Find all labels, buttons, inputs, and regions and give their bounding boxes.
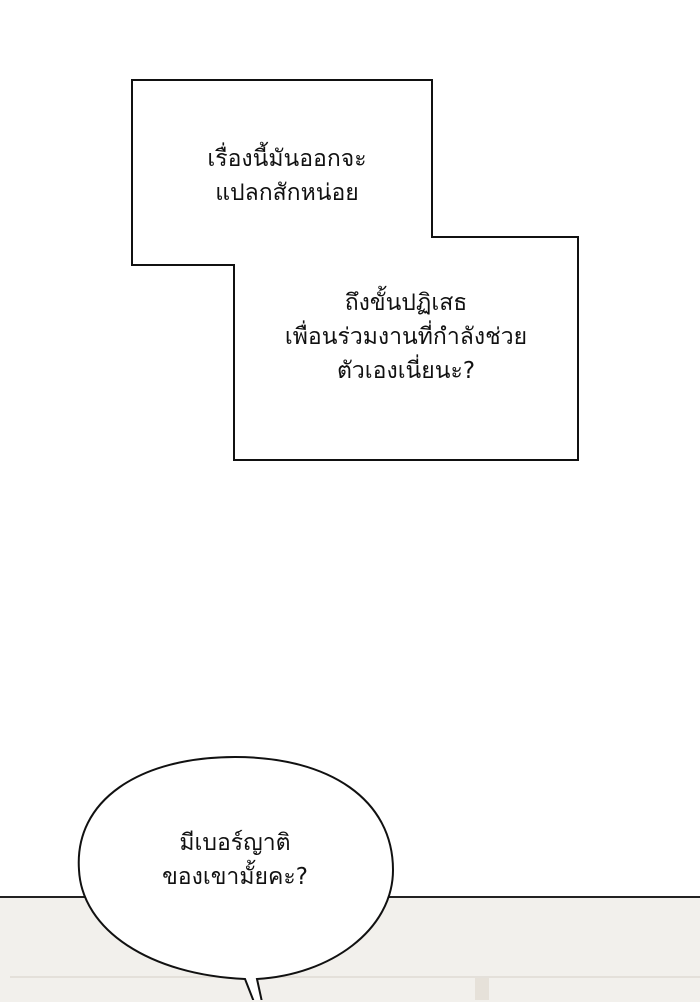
caption-line: ถึงขั้นปฏิเสธ	[344, 290, 468, 316]
caption-box-outline	[131, 79, 579, 461]
caption-line: แปลกสักหน่อย	[215, 180, 359, 206]
speech-line: มีเบอร์ญาติ	[179, 830, 291, 856]
caption-line: ตัวเองเนี่ยนะ?	[336, 358, 476, 384]
speech-line: ของเขามั้ยคะ?	[162, 864, 308, 890]
caption-line: เพื่อนร่วมงานที่กำลังช่วย	[284, 324, 528, 350]
speech-bubble-text: มีเบอร์ญาติ ของเขามั้ยคะ?	[135, 826, 335, 894]
shelf-line	[10, 976, 700, 978]
caption-line: เรื่องนี้มันออกจะ	[207, 146, 367, 172]
shelf-post	[475, 978, 489, 1000]
speech-bubble-outline	[77, 755, 395, 1000]
caption-box-2-text: ถึงขั้นปฏิเสธ เพื่อนร่วมงานที่กำลังช่วย …	[256, 286, 556, 388]
caption-box-1-text: เรื่องนี้มันออกจะ แปลกสักหน่อย	[182, 142, 392, 210]
